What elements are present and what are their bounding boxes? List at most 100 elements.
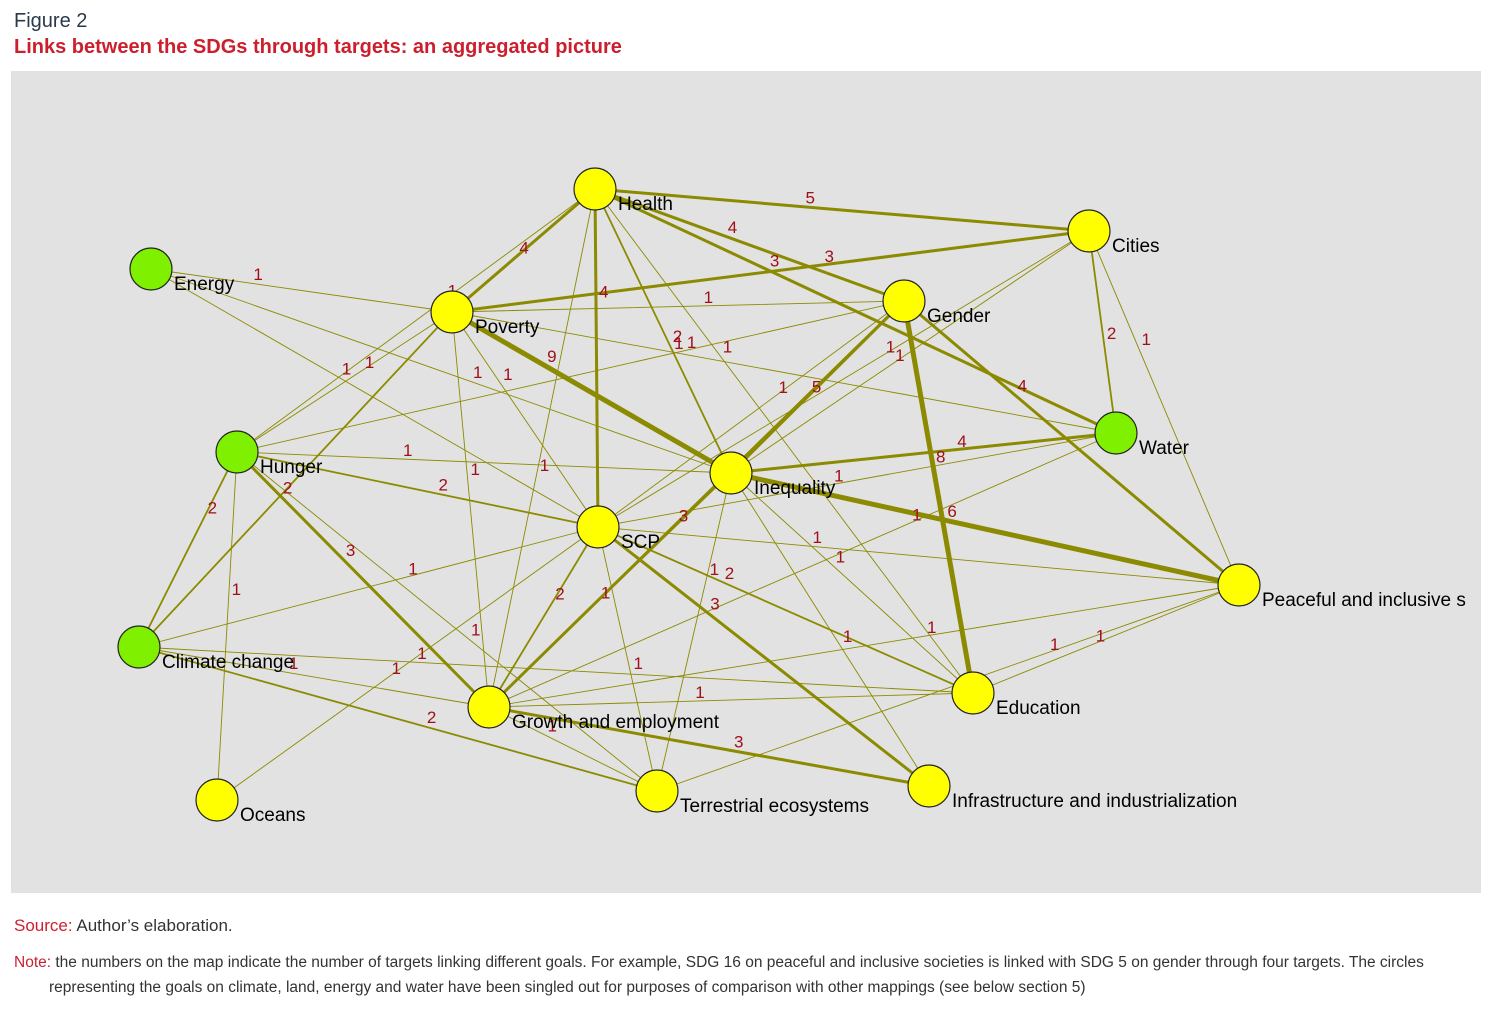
edge-health-inequality [594, 188, 732, 474]
edge-weight-gender-inequality: 5 [812, 378, 821, 397]
edge-scp-oceans [216, 526, 599, 801]
edge-weight-poverty-scp: 1 [503, 365, 512, 384]
edge-weight-climate-growth: 1 [289, 654, 298, 673]
edge-weight-health-education: 1 [723, 337, 732, 356]
edge-gender-growth [487, 299, 906, 709]
node-label-terrestrial: Terrestrial ecosystems [680, 796, 869, 817]
edge-cities-scp [597, 230, 1090, 528]
edge-weight-climate-terrestrial: 2 [427, 708, 436, 727]
node-label-peaceful: Peaceful and inclusive s [1262, 590, 1466, 611]
edge-scp-terrestrial [597, 526, 658, 792]
node-scp: SCP [576, 505, 660, 553]
edge-gender-hunger [236, 300, 905, 453]
node-label-energy: Energy [174, 274, 235, 295]
node-circle-hunger [215, 430, 259, 474]
node-label-growth: Growth and employment [512, 712, 720, 733]
edge-inequality-growth [488, 472, 732, 708]
edge-poverty-inequality [449, 309, 734, 476]
edge-weight-scp-growth: 2 [555, 585, 564, 604]
node-circle-oceans [195, 778, 239, 822]
edge-weight-peaceful-education: 1 [1096, 626, 1105, 645]
node-circle-inequality [709, 451, 753, 495]
edge-energy-poverty [150, 268, 453, 313]
edge-weight-scp-terrestrial: 1 [633, 654, 642, 673]
node-oceans: Oceans [195, 778, 305, 826]
note-block: Note: the numbers on the map indicate th… [14, 950, 1479, 1000]
edge-hunger-scp [236, 451, 599, 528]
edge-scp-education [597, 526, 974, 694]
node-circle-gender [882, 279, 926, 323]
edge-health-cities [593, 187, 1091, 233]
edge-poverty-scp [451, 311, 599, 528]
edge-health-water [593, 187, 1118, 435]
edge-growth-terrestrial [488, 706, 658, 792]
edge-weight-poverty-growth: 1 [471, 460, 480, 479]
source-label: Source: [14, 916, 73, 935]
edge-weight-peaceful-growth: 1 [927, 618, 936, 637]
edge-weight-poverty-water: 1 [674, 334, 683, 353]
node-circle-peaceful [1217, 563, 1261, 607]
edge-weight-energy-scp: 1 [342, 359, 351, 378]
edge-inequality-education [730, 472, 974, 694]
node-gender: Gender [882, 279, 991, 327]
edge-weight-growth-education: 1 [695, 683, 704, 702]
edge-weight-scp-climate: 1 [408, 559, 417, 578]
edge-water-inequality [729, 431, 1118, 475]
edge-weight-water-scp: 1 [834, 467, 843, 486]
edge-climate-terrestrial [138, 646, 658, 792]
node-circle-education [951, 671, 995, 715]
node-infrastructure: Infrastructure and industrialization [907, 764, 1237, 812]
edge-weight-hunger-scp: 2 [439, 475, 448, 494]
edge-weight-gender-scp: 1 [778, 378, 787, 397]
note-label: Note: [14, 954, 52, 971]
edge-gender-education [901, 298, 976, 696]
figure-title: Links between the SDGs through targets: … [14, 36, 622, 58]
edge-weight-poverty-inequality: 9 [547, 347, 556, 366]
edge-energy-scp [150, 268, 599, 528]
edge-weight-cities-peaceful: 1 [1142, 330, 1151, 349]
node-label-poverty: Poverty [475, 317, 540, 338]
edge-peaceful-education [972, 584, 1240, 694]
edge-weight-health-growth: 1 [540, 456, 549, 475]
node-education: Education [951, 671, 1081, 719]
source-line: Source: Author’s elaboration. [14, 916, 233, 936]
node-circle-terrestrial [635, 769, 679, 813]
edge-health-scp [593, 187, 600, 529]
edge-weight-poverty-climate: 2 [283, 478, 292, 497]
edge-energy-inequality [150, 268, 732, 474]
edge-cities-inequality [730, 230, 1090, 474]
node-energy: Energy [129, 247, 235, 295]
node-growth: Growth and employment [467, 685, 720, 733]
edge-weight-inequality-peaceful: 6 [947, 502, 956, 521]
edge-weight-inequality-terrestrial: 1 [710, 560, 719, 579]
edge-health-hunger [236, 188, 596, 453]
edge-weight-cities-inequality: 1 [895, 346, 904, 365]
node-label-infrastructure: Infrastructure and industrialization [952, 791, 1237, 812]
edge-hunger-climate [138, 451, 238, 648]
node-hunger: Hunger [215, 430, 323, 478]
edge-weight-energy-inequality: 1 [473, 363, 482, 382]
edge-health-growth [488, 188, 596, 708]
edge-hunger-inequality [236, 451, 732, 474]
source-text: Author’s elaboration. [76, 916, 233, 935]
node-circle-poverty [430, 290, 474, 334]
edge-poverty-hunger [236, 311, 453, 453]
edge-labels-layer: 5434241113211111191211118541314113221116… [208, 189, 1151, 752]
edge-health-gender [593, 187, 906, 303]
node-label-hunger: Hunger [260, 457, 323, 478]
edge-weight-gender-hunger: 1 [687, 333, 696, 352]
edge-hunger-growth [235, 450, 491, 709]
edge-weight-water-inequality: 4 [957, 432, 966, 451]
node-circle-infrastructure [907, 764, 951, 808]
node-label-climate: Climate change [162, 652, 294, 673]
edge-weight-health-scp: 4 [599, 283, 608, 302]
edge-weight-inequality-growth: 1 [601, 584, 610, 603]
edge-weight-scp-oceans: 1 [391, 659, 400, 678]
edge-scp-peaceful [597, 526, 1240, 586]
edge-weight-hunger-climate: 2 [208, 498, 217, 517]
edge-weight-hunger-growth: 3 [346, 541, 355, 560]
note-body: Note: the numbers on the map indicate th… [14, 950, 1479, 1000]
edge-weight-health-water: 3 [770, 252, 779, 271]
node-label-scp: SCP [621, 532, 660, 553]
node-label-inequality: Inequality [754, 478, 836, 499]
